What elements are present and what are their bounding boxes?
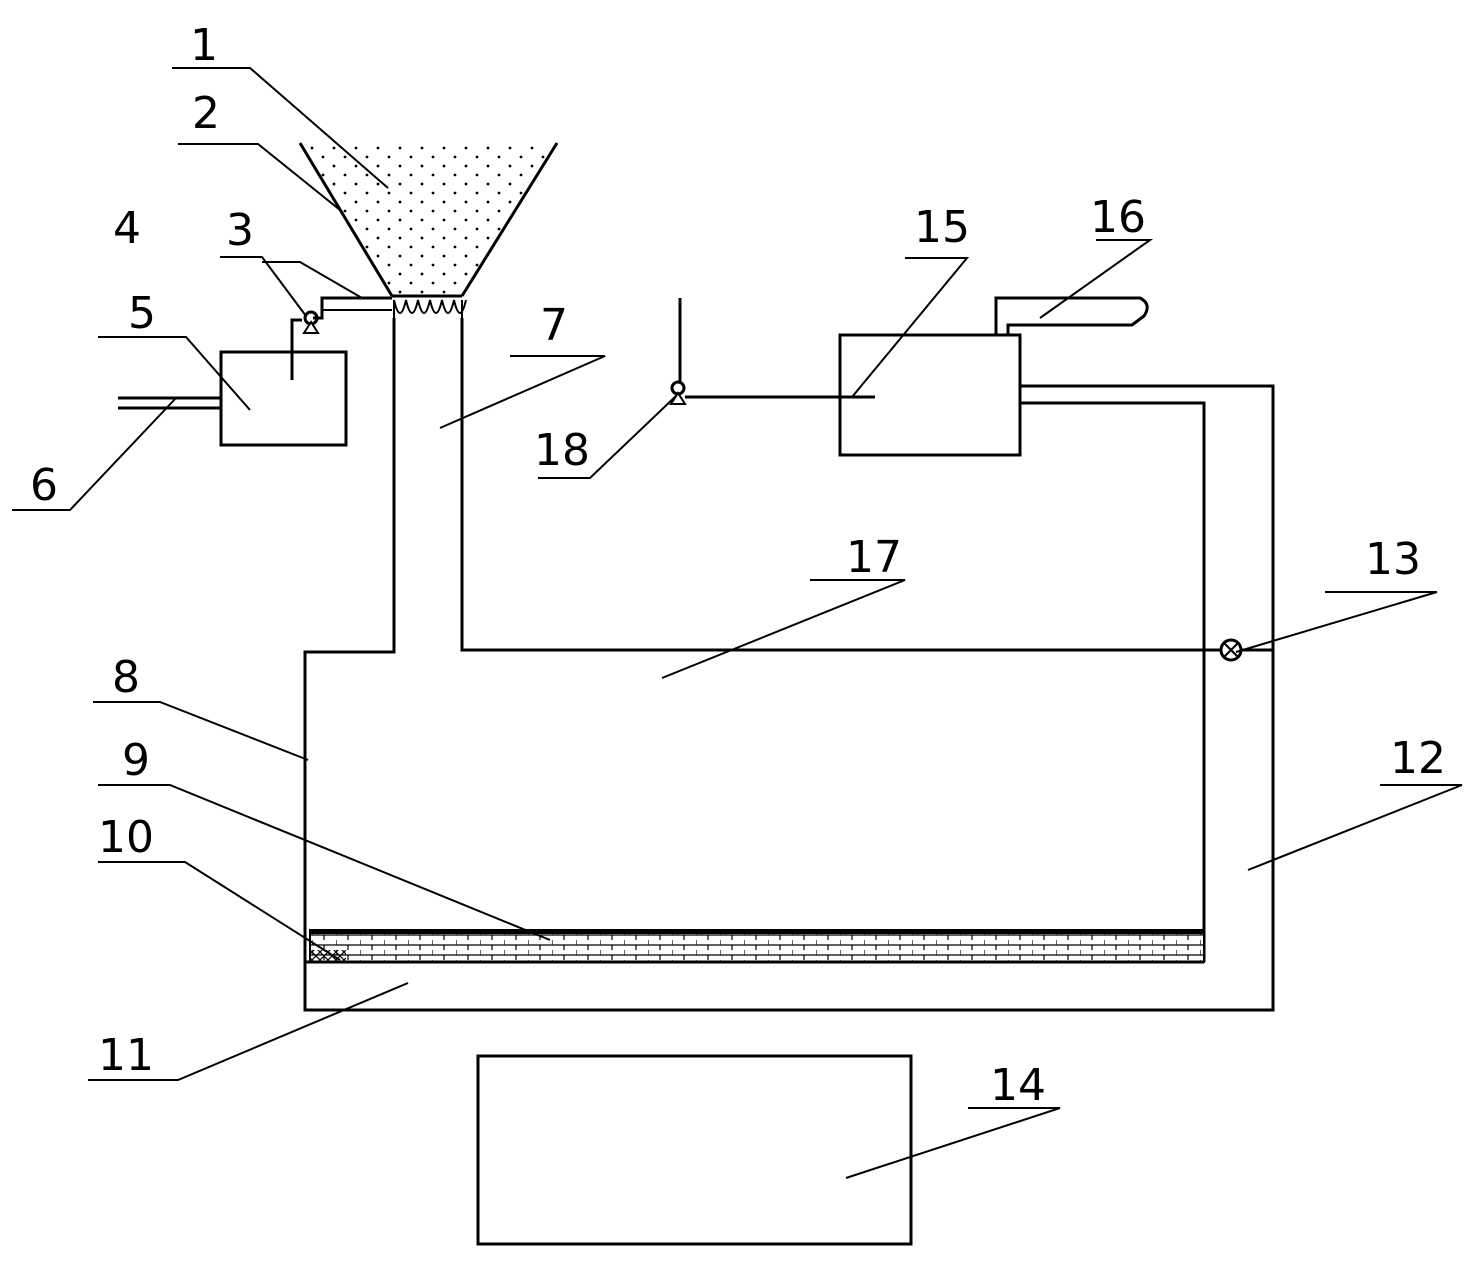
unit-14 bbox=[476, 1054, 913, 1246]
inner-duct-wall bbox=[1020, 401, 1206, 962]
vessel-top-wall bbox=[460, 318, 1240, 652]
line-18 bbox=[669, 298, 875, 405]
feed-screw bbox=[393, 299, 467, 318]
label-15: 15 bbox=[914, 202, 970, 253]
grate-top-edge bbox=[310, 930, 1204, 934]
leader-lines bbox=[12, 67, 1463, 1179]
hopper bbox=[298, 142, 559, 298]
label-4: 4 bbox=[113, 203, 141, 254]
label-14: 14 bbox=[990, 1060, 1046, 1111]
part-labels: 1 2 3 4 5 6 7 8 9 10 11 12 13 14 15 16 1… bbox=[30, 20, 1446, 1111]
hopper-left-wall bbox=[298, 142, 394, 297]
label-13: 13 bbox=[1365, 534, 1421, 585]
hopper-right-wall bbox=[460, 142, 559, 297]
label-11: 11 bbox=[98, 1030, 154, 1081]
label-1: 1 bbox=[190, 20, 218, 71]
label-18: 18 bbox=[534, 425, 590, 476]
label-16: 16 bbox=[1090, 192, 1146, 243]
label-5: 5 bbox=[128, 288, 156, 339]
valve-4 bbox=[290, 310, 320, 380]
label-9: 9 bbox=[122, 735, 150, 786]
vessel-outer-wall bbox=[303, 318, 1275, 1012]
label-2: 2 bbox=[192, 88, 220, 139]
unit-15 bbox=[838, 296, 1149, 457]
label-6: 6 bbox=[30, 460, 58, 511]
label-7: 7 bbox=[540, 300, 568, 351]
tank-5 bbox=[118, 350, 348, 447]
label-3: 3 bbox=[226, 205, 254, 256]
gas-pipe bbox=[313, 296, 392, 320]
label-10: 10 bbox=[98, 812, 154, 863]
reactor-vessel bbox=[303, 318, 1275, 1012]
hopper-material bbox=[300, 143, 557, 296]
exhaust-16 bbox=[994, 296, 1149, 335]
brick-layer-9 bbox=[309, 929, 1205, 963]
label-17: 17 bbox=[846, 532, 902, 583]
valve-13 bbox=[1219, 638, 1243, 662]
label-8: 8 bbox=[112, 652, 140, 703]
label-12: 12 bbox=[1390, 733, 1446, 784]
grate-layers bbox=[305, 929, 1205, 964]
